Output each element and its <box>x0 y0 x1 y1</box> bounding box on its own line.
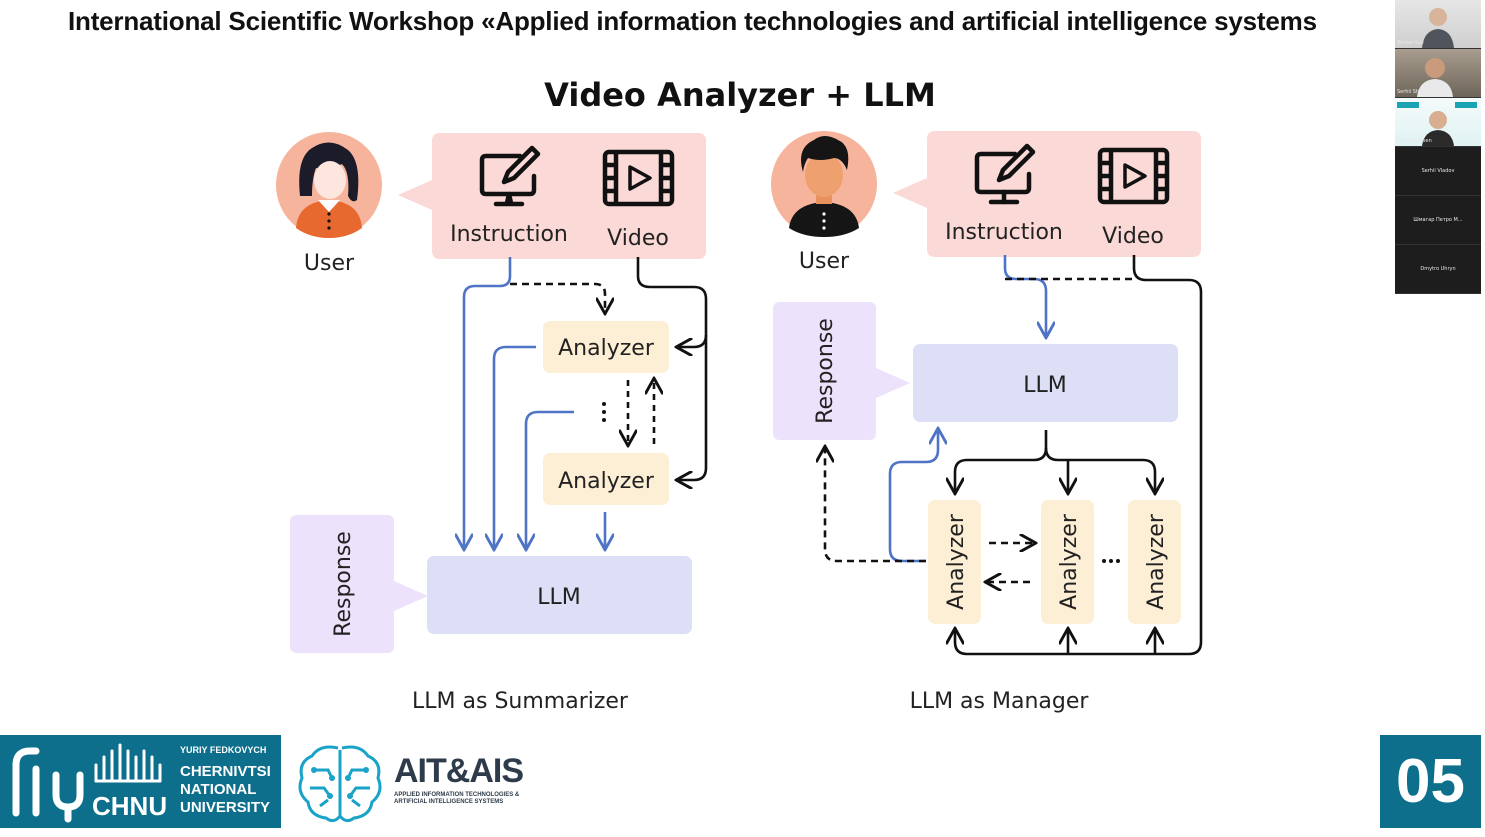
manager-response-label: Response <box>813 318 838 424</box>
ait-ais-subtitle-1: APPLIED INFORMATION TECHNOLOGIES & <box>394 792 520 798</box>
chnu-line-1: CHERNIVTSI <box>180 763 271 780</box>
participant-tile[interactable]: Dmytro Uhryn <box>1395 245 1481 294</box>
video-icon <box>602 149 675 207</box>
brain-circuit-icon <box>298 745 382 823</box>
chnu-logo: YURIY FEDKOVYCH CHERNIVTSI NATIONAL UNIV… <box>0 735 281 828</box>
manager-analyzer-label-1: Analyzer <box>944 513 969 610</box>
slide-page-number: 05 <box>1380 735 1481 828</box>
diagram-canvas: User Instruction Video Analyzer Analyzer… <box>276 131 1203 714</box>
summarizer-diagram: User Instruction Video Analyzer Analyzer… <box>276 132 708 714</box>
participant-name: Tomko Yuri <box>1397 40 1424 46</box>
manager-analyzer-label-2: Analyzer <box>1057 513 1082 610</box>
summarizer-response-box <box>290 515 428 653</box>
participant-tile[interactable]: Serhii Vladov <box>1395 147 1481 196</box>
manager-response-box <box>773 302 910 440</box>
participant-name: Dmytro Uhryn <box>1420 266 1456 272</box>
manager-diagram: User Instruction Video Response LLM Anal… <box>771 131 1203 714</box>
summarizer-analyzer-box-2 <box>543 453 669 505</box>
ait-ais-logo: AIT&AIS APPLIED INFORMATION TECHNOLOGIES… <box>292 738 532 828</box>
manager-instruction-label: Instruction <box>945 220 1063 245</box>
participant-name: Serhii Shvydenko <box>1397 89 1441 95</box>
user-female-icon <box>276 132 382 238</box>
manager-ellipsis <box>1102 559 1120 563</box>
summarizer-analyzer-label-2: Analyzer <box>558 469 655 494</box>
workshop-title: International Scientific Workshop «Appli… <box>68 6 1317 36</box>
chnu-emblem-icon <box>12 747 84 823</box>
summarizer-caption: LLM as Summarizer <box>412 689 629 714</box>
manager-analyzer-label-3: Analyzer <box>1144 513 1169 610</box>
person-video-icon <box>1417 58 1453 97</box>
summarizer-instruction-label: Instruction <box>450 222 568 247</box>
instruction-icon <box>479 145 541 207</box>
chnu-organ-pipes-icon <box>94 743 162 783</box>
participant-tile[interactable]: Petr Zhelitsen <box>1395 98 1481 147</box>
ait-ais-name: AIT&AIS <box>394 752 524 790</box>
summarizer-ellipsis <box>602 402 606 422</box>
participant-name: Шмагар Петро М... <box>1413 217 1463 223</box>
user-male-icon <box>771 131 877 237</box>
manager-input-box <box>893 131 1201 257</box>
chnu-top-label: YURIY FEDKOVYCH <box>180 745 267 755</box>
summarizer-llm-label: LLM <box>537 585 581 610</box>
manager-instruction-icon <box>974 143 1036 205</box>
participant-tile[interactable]: Tomko Yuri <box>1395 0 1481 49</box>
summarizer-llm-box <box>427 556 692 634</box>
manager-video-icon <box>1097 147 1170 205</box>
person-video-icon <box>1397 102 1477 146</box>
participant-tile[interactable]: Шмагар Петро М... <box>1395 196 1481 245</box>
manager-user-label: User <box>799 249 850 274</box>
manager-analyzer-box-1 <box>928 500 981 624</box>
participant-name: Serhii Vladov <box>1421 168 1455 174</box>
summarizer-analyzer-box-1 <box>543 321 669 373</box>
person-video-icon <box>1422 8 1454 48</box>
summarizer-video-label: Video <box>607 226 669 251</box>
manager-analyzer-box-3 <box>1128 500 1181 624</box>
summarizer-arrows <box>464 257 708 548</box>
participant-tile[interactable]: Serhii Shvydenko <box>1395 49 1481 98</box>
manager-caption: LLM as Manager <box>910 689 1090 714</box>
slide-title: Video Analyzer + LLM <box>544 76 936 114</box>
manager-arrows <box>825 255 1203 656</box>
participant-name: Petr Zhelitsen <box>1397 138 1432 144</box>
summarizer-response-label: Response <box>331 531 356 637</box>
ait-ais-subtitle-2: ARTIFICIAL INTELLIGENCE SYSTEMS <box>394 799 504 805</box>
manager-video-label: Video <box>1102 224 1164 249</box>
chnu-line-3: UNIVERSITY <box>180 799 271 816</box>
summarizer-user-label: User <box>304 251 355 276</box>
manager-llm-label: LLM <box>1023 373 1067 398</box>
participants-strip: Tomko Yuri Serhii Shvydenko Petr Zhelits… <box>1395 0 1481 296</box>
chnu-line-2: NATIONAL <box>180 781 257 798</box>
chnu-abbr: CHNU <box>92 791 168 821</box>
manager-analyzer-box-2 <box>1041 500 1094 624</box>
summarizer-input-box <box>398 133 706 259</box>
summarizer-analyzer-label-1: Analyzer <box>558 336 655 361</box>
manager-llm-box <box>913 344 1178 422</box>
